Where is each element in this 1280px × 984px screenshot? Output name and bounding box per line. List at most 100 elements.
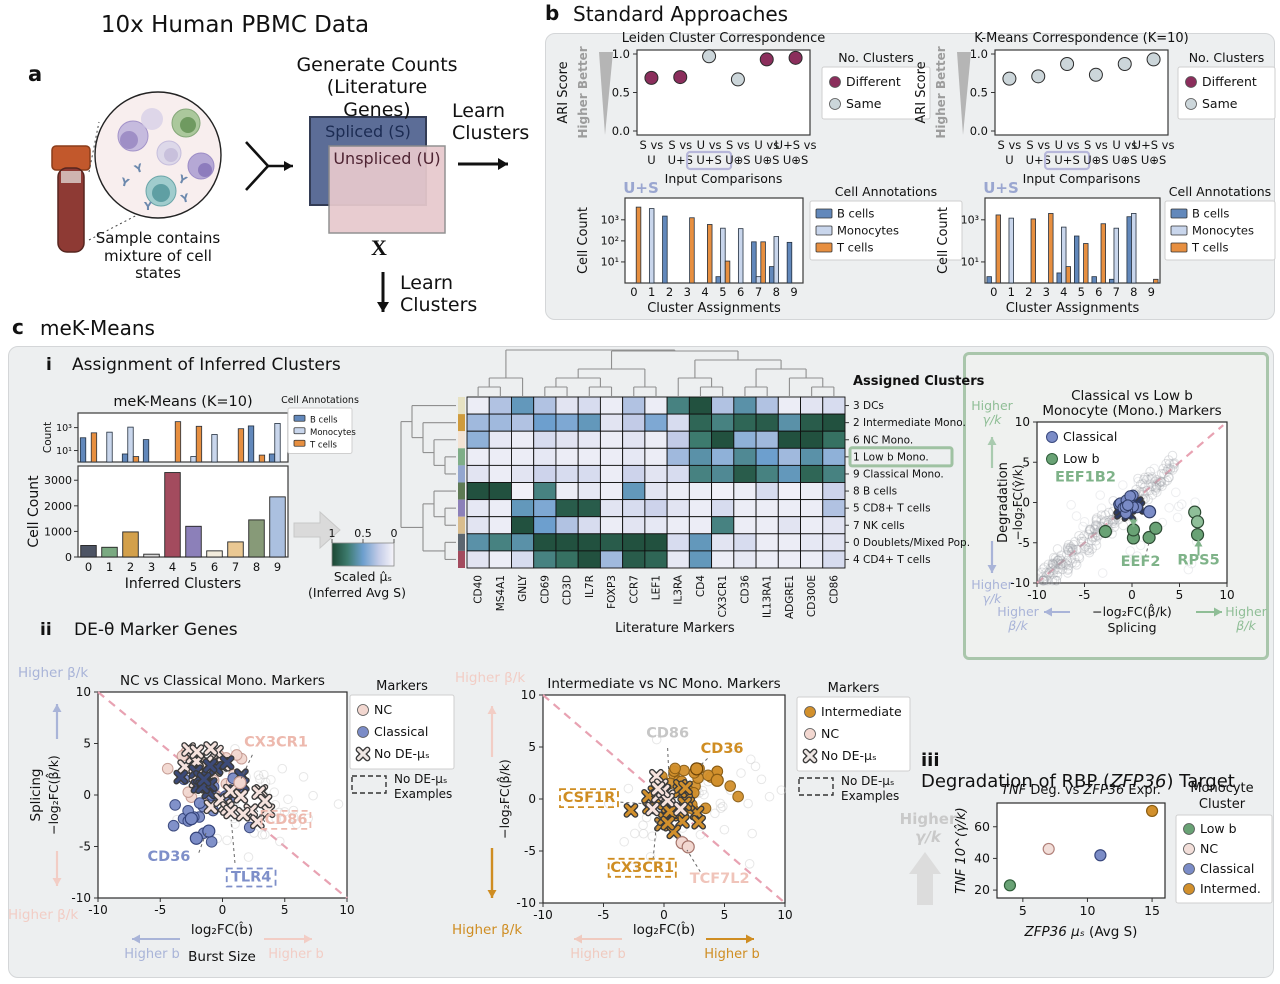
heatmap-cell [511,396,535,415]
assigned-cluster-label: 1 Low b Mono. [853,451,929,463]
feature-point [1190,528,1205,542]
panel-cii-label: ii [40,620,52,640]
background-point [1083,529,1094,540]
y-tick: -10 [71,891,91,905]
x-tick: 5 [281,903,289,917]
y-tick: 1000 [44,525,72,538]
background-point [1047,559,1058,569]
cluster-bar [185,525,202,558]
gene-column-label: CD300E [806,575,818,617]
heatmap-cell [777,464,801,483]
background-point [1074,553,1085,564]
bar [689,217,695,284]
x-tick: 8 [1130,285,1137,299]
background-point [1143,472,1153,482]
ari-point [1031,69,1046,84]
legend-swatch [1183,823,1195,835]
background-point [1165,464,1176,475]
legend-swatch [804,706,816,718]
unspliced-matrix-label: Unspliced (U) [333,149,441,168]
background-point [1092,521,1103,531]
background-point [1084,545,1094,556]
background-point [1156,477,1166,488]
x-axis-label: ZFP36 μₛ (Avg S) [1024,924,1138,940]
axes [994,49,1169,136]
bar [211,434,218,463]
background-point [1066,542,1076,552]
y-tick: 10 [76,685,91,699]
cluster-bar [164,472,181,558]
background-point [1101,515,1111,526]
legend-title: No. Clusters [1189,50,1265,65]
background-point [1082,539,1093,550]
x-marker [204,742,217,755]
background-point [1047,563,1057,573]
heatmap-cell [688,430,713,449]
y-axis-label: ARI Score [914,61,929,123]
legend-title: Monocyte [1190,781,1253,796]
y-axis-label: Count [42,422,54,453]
legend-label: Classical [1063,429,1117,444]
x-tick: 3 [1043,285,1050,299]
cluster-bar [80,545,97,558]
x-tick: -10 [533,908,553,922]
background-point [1084,526,1095,536]
gene-column-label: CD4 [695,575,707,597]
background-point [269,787,280,798]
background-point [1063,560,1074,571]
background-point [719,824,730,835]
cell-nucleus [120,131,138,149]
heatmap-cell [644,499,668,518]
cluster-bar [122,531,139,558]
generate-counts-label: Generate Counts (Literature Genes) [296,54,458,121]
background-point [1062,543,1073,554]
heatmap-cell [800,430,824,449]
background-point [1064,546,1075,556]
ari-point [1117,57,1132,72]
bar [1061,226,1067,284]
input-tag: U+S [983,179,1019,197]
y-tick: 10³ [56,423,72,434]
panel-ciii-title: iii Degradation of RBP (ZFP36) Target [921,729,1235,793]
background-point [1108,515,1119,526]
feature-point [690,762,704,776]
feature-point [184,812,198,826]
higher-note: Higher [997,604,1039,619]
background-point [1061,549,1072,560]
higher-note: Higher β/k [8,907,78,923]
colorbar-sublabel: (Inferred Avg S) [308,585,406,600]
leader-line [1144,541,1150,558]
heatmap-cell [644,533,668,552]
x-tick: 8 [773,285,780,299]
background-point [303,813,313,824]
heatmap-cell [822,499,846,518]
ari-point [702,49,717,64]
background-point [1057,564,1068,575]
background-point [1150,482,1161,492]
heatmap-cell [622,413,646,432]
background-point [756,774,767,785]
panel-ci-title: Assignment of Inferred Clusters [72,355,341,375]
heatmap-cell [688,499,713,518]
background-point [1039,575,1050,586]
legend-title: Cell Annotations [281,395,359,406]
y-tick: 0.0 [970,124,988,138]
bar [755,276,762,284]
background-point [1163,455,1174,465]
input-tag: U+S [623,179,659,197]
panel-ci-label: i [46,355,52,375]
background-point [243,852,254,862]
lowb-row-highlight [848,446,954,468]
bar [1074,235,1080,284]
bar [1131,213,1137,284]
background-point [645,851,656,862]
arrow-head [52,704,62,712]
feature-point [1098,524,1113,539]
legend-label: T cells [836,241,873,255]
x-tick: 9 [274,560,281,574]
bar [268,453,276,463]
heatmap-cell [644,516,668,535]
x-tick: U vs [1055,138,1080,152]
background-point [1048,569,1058,579]
